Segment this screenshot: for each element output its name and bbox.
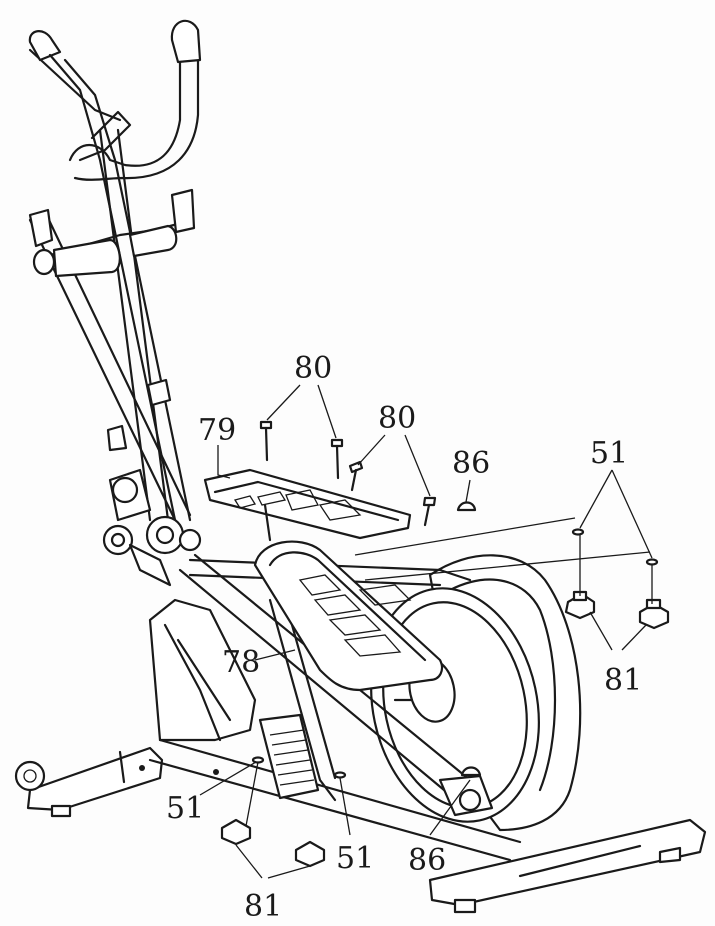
main-base-beam (148, 738, 522, 862)
pedal-78 (253, 540, 444, 692)
leader-lines (199, 384, 653, 879)
callout-labels: 80 80 79 86 51 81 78 51 51 86 81 (166, 351, 642, 924)
callout-80-right: 80 (378, 401, 416, 436)
callout-79: 79 (198, 413, 236, 448)
front-housing (148, 598, 257, 742)
knob-81-b (638, 598, 670, 630)
rear-stabilizer (428, 818, 707, 914)
knob-81-c (220, 818, 252, 846)
bolt-80-4 (422, 496, 437, 527)
cap-86-top (456, 501, 477, 512)
callout-86-top: 86 (452, 446, 490, 481)
pedal-79 (203, 468, 412, 542)
callout-81-bottom: 81 (244, 889, 282, 924)
arm-grip-left (32, 224, 178, 278)
washer-51-c (251, 756, 265, 764)
side-vent (258, 713, 320, 800)
callout-51-bottom: 51 (336, 841, 374, 876)
washer-51-b (645, 558, 659, 566)
bolt-80-2 (330, 438, 344, 480)
knob-81-a (564, 590, 596, 620)
fixed-handlebar (68, 19, 202, 181)
callout-51-right: 51 (590, 436, 628, 471)
washer-51-d (333, 771, 347, 779)
cap-86-bottom (460, 766, 482, 777)
callout-80-top: 80 (294, 351, 332, 386)
pivot-assembly (102, 468, 202, 587)
left-moving-arm (28, 30, 192, 522)
callout-86-bottom: 86 (408, 843, 446, 878)
tension-knob-bracket (106, 378, 172, 452)
callout-78: 78 (222, 645, 260, 680)
callout-81-right: 81 (604, 663, 642, 698)
knob-81-d (294, 840, 326, 868)
front-stabilizer (14, 746, 164, 818)
washer-51-a (571, 528, 585, 536)
callout-51-left: 51 (166, 791, 204, 826)
bolt-80-3 (348, 460, 364, 492)
bolt-80-1 (259, 420, 273, 462)
